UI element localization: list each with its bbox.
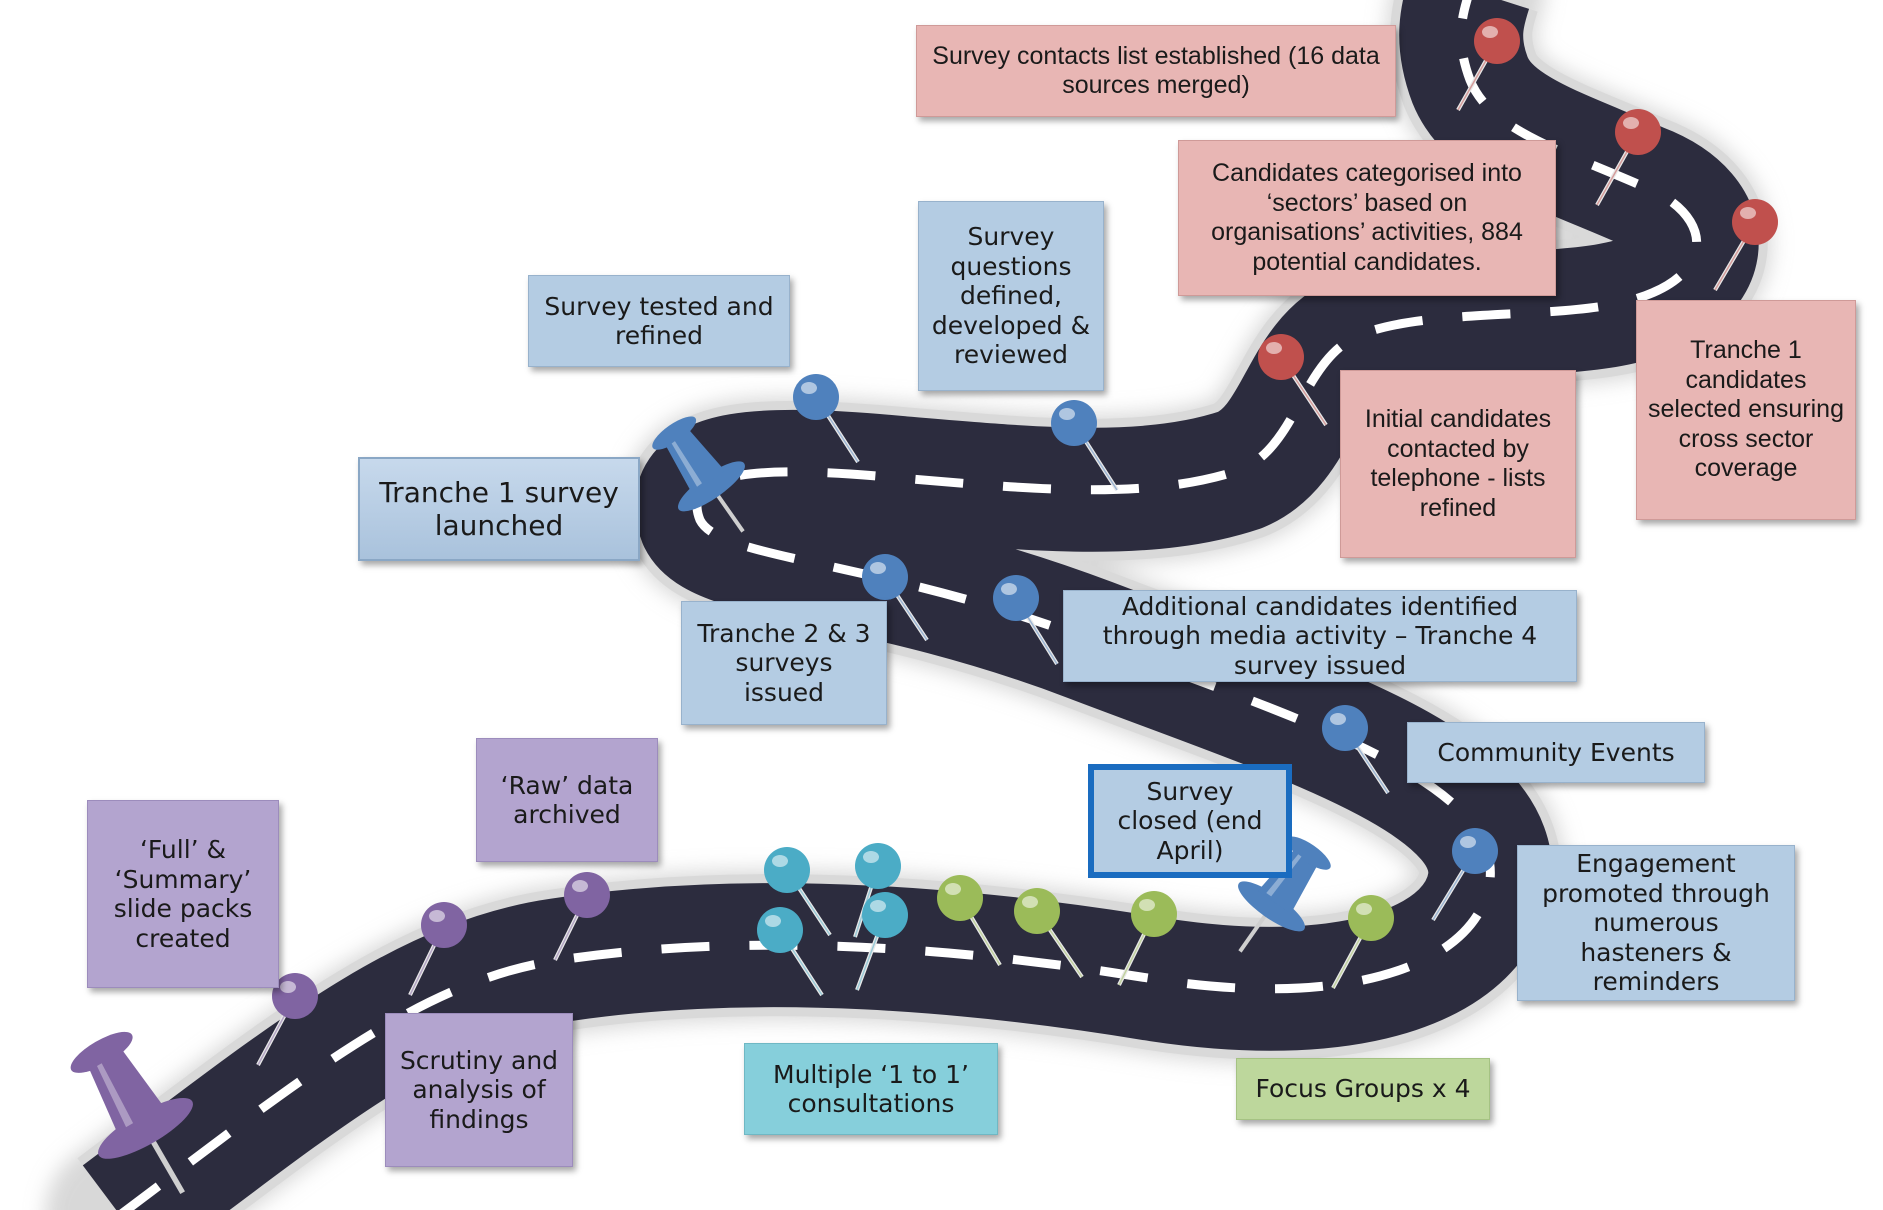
milestone-engagement-promoted: Engagement promoted through numerous has…	[1517, 845, 1795, 1001]
thumbtack-start	[70, 1031, 193, 1195]
pin-consultation-4	[855, 892, 908, 991]
pin-candidates-categorised	[1595, 109, 1661, 206]
pin-consultation-1	[764, 847, 832, 937]
milestone-slide-packs: ‘Full’ & ‘Summary’ slide packs created	[87, 800, 279, 988]
pin-community-events	[1322, 705, 1390, 795]
road-lane-marking	[119, 0, 1702, 1210]
pin-focus-group-3	[1117, 891, 1177, 986]
milestone-questions-defined: Survey questions defined, developed & re…	[918, 201, 1104, 391]
milestone-raw-data: ‘Raw’ data archived	[476, 738, 658, 862]
pin-focus-group-1	[937, 875, 1002, 967]
milestone-focus-groups: Focus Groups x 4	[1236, 1058, 1490, 1120]
milestone-tested-refined: Survey tested and refined	[528, 275, 790, 367]
pin-additional-candidates	[993, 575, 1059, 666]
milestone-tranche1-selected: Tranche 1 candidates selected ensuring c…	[1636, 300, 1856, 520]
thumbtack-launch	[652, 416, 745, 533]
milestone-consultations: Multiple ‘1 to 1’ consultations	[744, 1043, 998, 1135]
milestone-tranche1-launched: Tranche 1 survey launched	[358, 457, 640, 561]
pin-tranche1-selected	[1713, 199, 1778, 292]
milestone-scrutiny: Scrutiny and analysis of findings	[385, 1013, 573, 1167]
milestone-survey-closed: Survey closed (end April)	[1088, 764, 1292, 878]
pin-tranche23	[862, 554, 929, 642]
pin-questions-defined	[1051, 400, 1119, 492]
milestone-initial-contacted: Initial candidates contacted by telephon…	[1340, 370, 1576, 558]
milestone-additional-candidates: Additional candidates identified through…	[1063, 590, 1577, 682]
milestone-tranche23: Tranche 2 & 3 surveys issued	[681, 601, 887, 725]
pin-consultation-3	[757, 907, 824, 997]
milestone-community-events: Community Events	[1407, 722, 1705, 783]
pin-focus-group-4	[1331, 895, 1394, 989]
pin-engagement-promoted	[1431, 828, 1498, 922]
milestone-contacts-list: Survey contacts list established (16 dat…	[916, 25, 1396, 117]
pin-initial-contacted	[1258, 334, 1328, 427]
pin-scrutiny	[408, 902, 467, 996]
pin-tested-refined	[793, 374, 860, 464]
milestone-candidates-categorised: Candidates categorised into ‘sectors’ ba…	[1178, 140, 1556, 296]
pin-slide-packs	[256, 973, 318, 1066]
pin-focus-group-2	[1014, 888, 1084, 979]
pin-contacts-list	[1456, 18, 1520, 111]
pin-raw-data	[553, 872, 610, 961]
